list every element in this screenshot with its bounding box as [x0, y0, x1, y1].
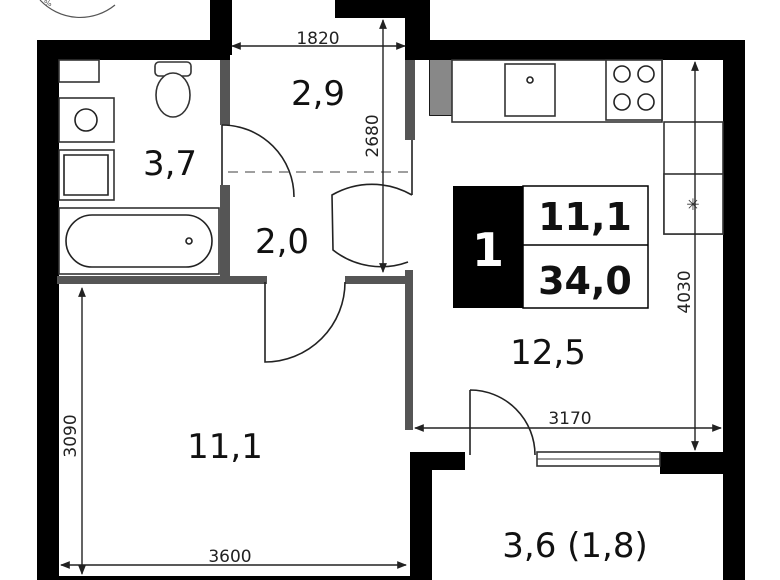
balcony-area: 3,6 (1,8) [502, 526, 647, 566]
dim-kitchen-width: 3170 [548, 409, 591, 429]
dim-bedroom-width: 3600 [208, 547, 251, 567]
toilet-icon [154, 61, 192, 118]
washing-machine-icon [58, 97, 115, 143]
sink-icon [58, 149, 115, 201]
balcony-door-swing [469, 389, 536, 456]
kitchen-fixtures: ✳ [451, 59, 724, 235]
bathtub-icon [58, 207, 220, 275]
kitchen-living-area: 12,5 [510, 333, 586, 373]
logo-fragment: % [39, 0, 116, 18]
bedroom-area: 11,1 [187, 427, 263, 467]
dim-kitchen-height: 4030 [675, 270, 695, 313]
bedroom-door-swing [264, 281, 346, 363]
toilet-area: 2,9 [291, 74, 345, 114]
stove-icon [605, 59, 663, 121]
svg-text:%: % [44, 0, 52, 8]
hall-area: 2,0 [255, 222, 309, 262]
total-area: 34,0 [538, 259, 632, 303]
rooms-count: 1 [472, 223, 504, 277]
svg-text:✳: ✳ [686, 195, 699, 214]
doors [221, 124, 661, 467]
dim-bedroom-height: 3090 [61, 414, 81, 457]
dim-top-width: 1820 [296, 29, 339, 49]
living-area: 11,1 [538, 195, 632, 239]
kitchen-sink-icon [504, 63, 556, 117]
bathroom-door-swing [221, 124, 295, 198]
walls [37, 0, 745, 580]
apartment-badge: 1 11,1 34,0 [453, 185, 649, 309]
bathroom-fixtures [58, 59, 220, 275]
dim-corridor-height: 2680 [363, 114, 383, 157]
bathroom-area: 3,7 [143, 144, 197, 184]
wall-hints [57, 60, 452, 430]
dimension-lines [60, 19, 722, 575]
